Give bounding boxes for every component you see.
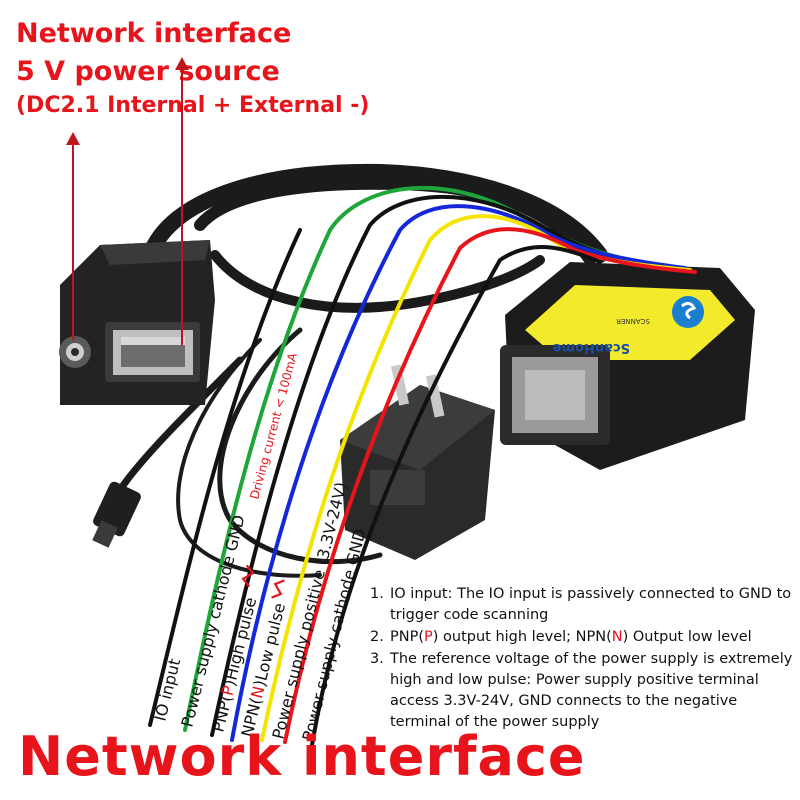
notes-list: 1.IO input: The IO input is passively co… [370, 584, 795, 734]
header-line-1: Network interface [16, 18, 292, 49]
callout-arrows [66, 57, 189, 345]
power-adapter [340, 364, 495, 560]
network-connector [59, 240, 215, 405]
scanner-panel-label: SCANNER [616, 317, 650, 325]
note-2: 2.PNP(P) output high level; NPN(N) Outpu… [370, 629, 752, 645]
signal-wires [148, 185, 697, 747]
pulse-icons [241, 564, 285, 599]
wire-red [283, 227, 697, 744]
scanner-brand: ScanHome [553, 340, 630, 355]
note-3: 3.The reference voltage of the power sup… [370, 651, 793, 730]
dc-plug [92, 481, 141, 548]
note-1: 1.IO input: The IO input is passively co… [370, 586, 792, 623]
header-line-3: (DC2.1 Internal + External -) [16, 93, 370, 118]
high-pulse-icon [241, 564, 255, 588]
footer-title: Network interface [18, 725, 586, 788]
header-line-2: 5 V power source [16, 56, 280, 87]
low-pulse-icon [271, 579, 285, 599]
wire-black-io [148, 228, 302, 727]
main-cable [116, 163, 608, 578]
wire-black-gnd [310, 245, 602, 747]
wire-blue [230, 204, 687, 742]
scanner-module: ScanHome SCANNER [500, 262, 755, 470]
wire-label-io: IO input [150, 657, 184, 723]
